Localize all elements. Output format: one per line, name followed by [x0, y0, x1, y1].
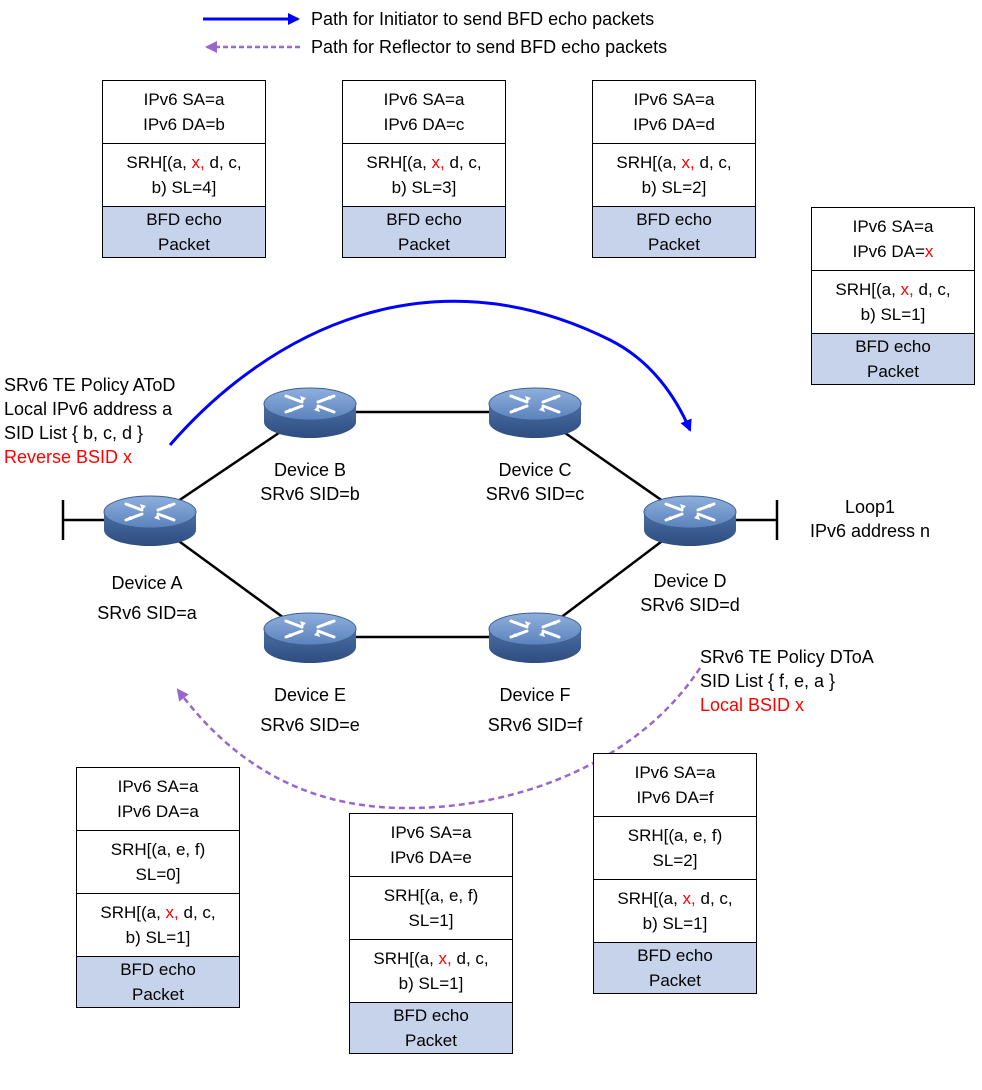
device-d-icon [642, 494, 738, 548]
srh-line-1: SRH[(a, x, d, c, [100, 903, 216, 922]
legend-reflector-label: Path for Reflector to send BFD echo pack… [311, 37, 668, 57]
packet-srh: SRH[(a, x, d, c, b) SL=1] [594, 880, 756, 943]
packet-box-3: IPv6 SA=a IPv6 DA=d SRH[(a, x, d, c, b) … [592, 80, 756, 258]
ipv6-sa: IPv6 SA=a [634, 763, 716, 782]
packet-bfd-payload: BFD echo Packet [350, 1003, 512, 1053]
ipv6-da: IPv6 DA=e [390, 848, 472, 867]
srh-line-2: b) SL=2] [641, 178, 707, 197]
packet-box-2: IPv6 SA=a IPv6 DA=c SRH[(a, x, d, c, b) … [342, 80, 506, 258]
ipv6-da: IPv6 DA=d [633, 115, 715, 134]
srh-line-1: SRH[(a, x, d, c, [373, 949, 489, 968]
device-e-icon [262, 611, 358, 665]
packet-srh-policy: SRH[(a, e, f) SL=1] [350, 877, 512, 940]
device-c-label: Device C SRv6 SID=c [485, 460, 585, 504]
ipv6-sa: IPv6 SA=a [390, 823, 472, 842]
srh-line-2: b) SL=1] [125, 928, 191, 947]
srh-line-1: SRH[(a, x, d, c, [616, 153, 732, 172]
packet-bfd-payload: BFD echo Packet [77, 957, 239, 1007]
packet-srh-policy: SRH[(a, e, f) SL=2] [594, 817, 756, 880]
packet-box-4: IPv6 SA=a IPv6 DA=x SRH[(a, x, d, c, b) … [811, 207, 975, 385]
packet-srh: SRH[(a, x, d, c, b) SL=1] [812, 271, 974, 334]
srh-line-2: b) SL=1] [860, 305, 926, 324]
policy-dtoa-label: SRv6 TE Policy DToA SID List { f, e, a }… [700, 647, 874, 715]
packet-box-5: IPv6 SA=a IPv6 DA=a SRH[(a, e, f) SL=0] … [76, 767, 240, 1008]
packet-ipv6-header: IPv6 SA=a IPv6 DA=e [350, 814, 512, 877]
device-e-label: Device E SRv6 SID=e [260, 685, 360, 735]
ipv6-da: IPv6 DA=f [636, 788, 714, 807]
packet-srh: SRH[(a, x, d, c, b) SL=1] [77, 894, 239, 957]
packet-bfd-payload: BFD echo Packet [343, 207, 505, 257]
initiator-path-arrow [168, 299, 692, 446]
ipv6-da: IPv6 DA=x [852, 242, 934, 261]
ipv6-da: IPv6 DA=a [117, 802, 199, 821]
packet-ipv6-header: IPv6 SA=a IPv6 DA=d [593, 81, 755, 144]
packet-bfd-payload: BFD echo Packet [812, 334, 974, 384]
legend-initiator-label: Path for Initiator to send BFD echo pack… [311, 9, 655, 29]
srh-line-2: b) SL=1] [642, 914, 708, 933]
ipv6-sa: IPv6 SA=a [143, 90, 225, 109]
packet-ipv6-header: IPv6 SA=a IPv6 DA=c [343, 81, 505, 144]
packet-ipv6-header: IPv6 SA=a IPv6 DA=f [594, 754, 756, 817]
srh-line-1: SRH[(a, x, d, c, [126, 153, 242, 172]
ipv6-sa: IPv6 SA=a [852, 217, 934, 236]
device-d-label: Device D SRv6 SID=d [640, 571, 740, 615]
ipv6-sa: IPv6 SA=a [117, 777, 199, 796]
srh-line-1: SRH[(a, x, d, c, [366, 153, 482, 172]
ipv6-sa: IPv6 SA=a [383, 90, 465, 109]
packet-box-1: IPv6 SA=a IPv6 DA=b SRH[(a, x, d, c, b) … [102, 80, 266, 258]
srh-line-1: SRH[(a, x, d, c, [617, 889, 733, 908]
ipv6-da: IPv6 DA=c [383, 115, 465, 134]
packet-bfd-payload: BFD echo Packet [594, 943, 756, 993]
device-b-label: Device B SRv6 SID=b [260, 460, 360, 504]
packet-box-7: IPv6 SA=a IPv6 DA=f SRH[(a, e, f) SL=2] … [593, 753, 757, 994]
device-c-icon [487, 386, 583, 440]
packet-srh: SRH[(a, x, d, c, b) SL=2] [593, 144, 755, 207]
packet-ipv6-header: IPv6 SA=a IPv6 DA=x [812, 208, 974, 271]
packet-ipv6-header: IPv6 SA=a IPv6 DA=b [103, 81, 265, 144]
packet-bfd-payload: BFD echo Packet [103, 207, 265, 257]
ipv6-da: IPv6 DA=b [143, 115, 225, 134]
device-a-icon [102, 494, 198, 548]
packet-srh-policy: SRH[(a, e, f) SL=0] [77, 831, 239, 894]
device-f-icon [487, 611, 583, 665]
packet-srh: SRH[(a, x, d, c, b) SL=4] [103, 144, 265, 207]
device-f-label: Device F SRv6 SID=f [487, 685, 583, 735]
device-a-label: Device A SRv6 SID=a [97, 573, 197, 623]
reflector-path-arrow [176, 667, 702, 810]
srh-line-2: b) SL=1] [398, 974, 464, 993]
packet-srh: SRH[(a, x, d, c, b) SL=1] [350, 940, 512, 1003]
device-b-icon [262, 386, 358, 440]
srh-line-1: SRH[(a, x, d, c, [835, 280, 951, 299]
ipv6-sa: IPv6 SA=a [633, 90, 715, 109]
packet-ipv6-header: IPv6 SA=a IPv6 DA=a [77, 768, 239, 831]
packet-srh: SRH[(a, x, d, c, b) SL=3] [343, 144, 505, 207]
policy-atod-label: SRv6 TE Policy AToD Local IPv6 address a… [4, 375, 176, 467]
packet-bfd-payload: BFD echo Packet [593, 207, 755, 257]
loop1-label: Loop1 IPv6 address n [809, 497, 931, 541]
srh-line-2: b) SL=3] [391, 178, 457, 197]
packet-box-6: IPv6 SA=a IPv6 DA=e SRH[(a, e, f) SL=1] … [349, 813, 513, 1054]
srh-line-2: b) SL=4] [151, 178, 217, 197]
